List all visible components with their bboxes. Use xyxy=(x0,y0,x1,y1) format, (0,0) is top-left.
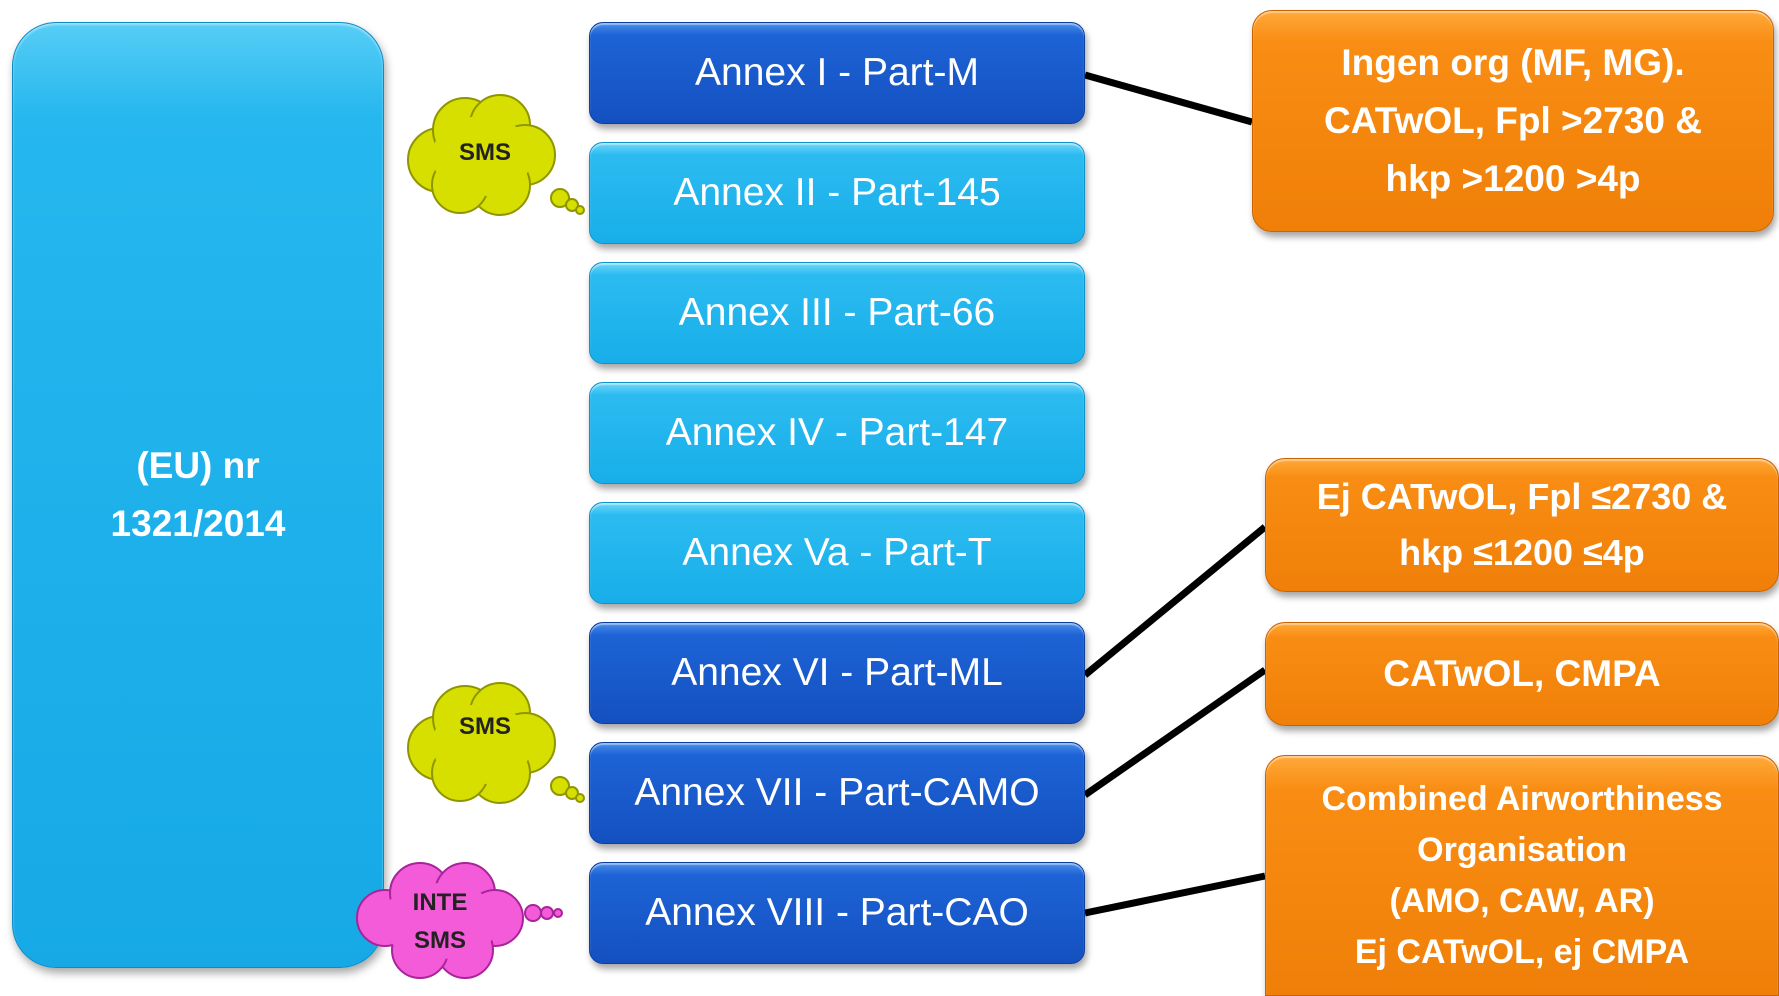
annex-part-66: Annex III - Part-66 xyxy=(589,262,1085,364)
inte-sms-cloud: INTE SMS xyxy=(345,858,605,988)
note-part-ml: Ej CATwOL, Fpl ≤2730 & hkp ≤1200 ≤4p xyxy=(1265,458,1779,592)
sms-cloud-upper: SMS xyxy=(400,90,600,220)
note-part-camo: CATwOL, CMPA xyxy=(1265,622,1779,726)
connector-part-ml xyxy=(1082,524,1268,678)
inte-sms-cloud-label: INTE SMS xyxy=(412,889,468,954)
connector-part-camo xyxy=(1083,667,1267,798)
annex-part-147: Annex IV - Part-147 xyxy=(589,382,1085,484)
note-part-cao: Combined Airworthiness Organisation (AMO… xyxy=(1265,755,1779,996)
connector-part-cao xyxy=(1084,872,1266,917)
sms-cloud-lower: SMS xyxy=(400,678,600,808)
cloud-shape xyxy=(407,682,585,804)
cloud-shape xyxy=(407,94,585,216)
sms-cloud-upper-label: SMS xyxy=(458,139,511,166)
annex-part-145: Annex II - Part-145 xyxy=(589,142,1085,244)
connector-part-m xyxy=(1084,71,1253,126)
cloud-shape xyxy=(356,862,563,979)
annex-part-cao: Annex VIII - Part-CAO xyxy=(589,862,1085,964)
regulation-box: (EU) nr 1321/2014 xyxy=(12,22,384,968)
annex-part-ml: Annex VI - Part-ML xyxy=(589,622,1085,724)
sms-cloud-lower-label: SMS xyxy=(458,713,511,740)
note-part-m: Ingen org (MF, MG). CATwOL, Fpl >2730 & … xyxy=(1252,10,1774,232)
annex-part-m: Annex I - Part-M xyxy=(589,22,1085,124)
annex-part-t: Annex Va - Part-T xyxy=(589,502,1085,604)
annex-part-camo: Annex VII - Part-CAMO xyxy=(589,742,1085,844)
